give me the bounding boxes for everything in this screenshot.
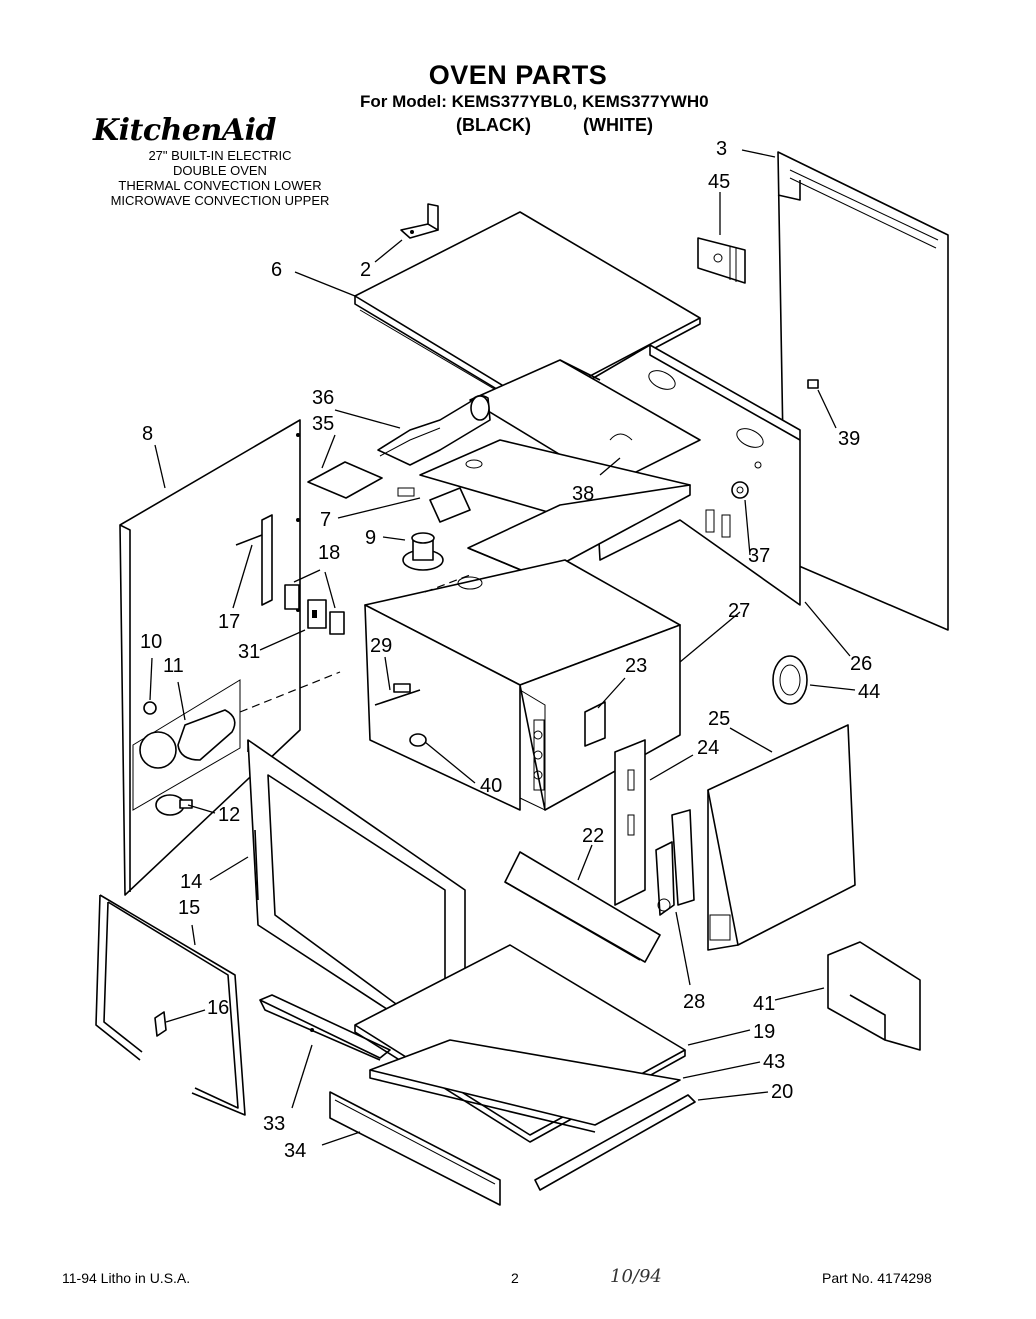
product-description: 27" BUILT-IN ELECTRIC DOUBLE OVEN THERMA… xyxy=(90,148,350,208)
callout-9: 9 xyxy=(365,527,376,549)
description-line: MICROWAVE CONVECTION UPPER xyxy=(110,193,330,208)
callout-18: 18 xyxy=(318,542,340,564)
model-numbers: For Model: KEMS377YBL0, KEMS377YWH0 xyxy=(360,92,709,111)
callout-10: 10 xyxy=(140,631,162,653)
part-16-clip xyxy=(154,1011,167,1037)
part-7-duct-panel xyxy=(419,439,691,581)
callout-6: 6 xyxy=(271,259,282,281)
callout-11: 11 xyxy=(163,655,184,677)
part-24-bracket xyxy=(614,739,646,906)
page-number: 2 xyxy=(511,1270,519,1286)
part-23-bracket xyxy=(584,701,606,747)
callout-40: 40 xyxy=(480,775,502,797)
callout-45: 45 xyxy=(708,171,730,193)
callout-12: 12 xyxy=(218,804,240,826)
callout-26: 26 xyxy=(850,653,872,675)
part-22-rail xyxy=(504,851,661,963)
part-25-cover-panel xyxy=(707,724,856,951)
part-29-sensor xyxy=(374,683,421,706)
description-line: 27" BUILT-IN ELECTRIC xyxy=(148,148,292,163)
part-39-clip xyxy=(807,379,819,389)
callout-2: 2 xyxy=(360,259,371,281)
part-17-switch-bracket xyxy=(235,514,273,606)
handwritten-date: 10/94 xyxy=(610,1266,662,1287)
part-45-bracket xyxy=(697,237,746,284)
callout-19: 19 xyxy=(753,1021,775,1043)
part-27-oven-cavity xyxy=(364,559,681,811)
callout-3: 3 xyxy=(716,138,727,160)
callout-27: 27 xyxy=(728,600,750,622)
part-33-vent-trim xyxy=(259,994,391,1061)
part-3-side-panel xyxy=(777,151,949,631)
part-43-plate xyxy=(369,1039,681,1133)
callout-33: 33 xyxy=(263,1113,285,1135)
callout-16: 16 xyxy=(207,997,229,1019)
brand-logo: KitchenAid xyxy=(93,113,276,148)
part-36-blower-duct xyxy=(377,394,491,469)
callout-20: 20 xyxy=(771,1081,793,1103)
assembly-line xyxy=(239,671,341,713)
variant-black: (BLACK) xyxy=(456,115,531,135)
part-2-bracket xyxy=(400,203,439,239)
litho-note: 11-94 Litho in U.S.A. xyxy=(62,1270,191,1286)
part-37-thermostat xyxy=(731,481,749,499)
part-11-lamp-assembly xyxy=(132,679,241,816)
callout-38: 38 xyxy=(572,483,594,505)
callout-24: 24 xyxy=(697,737,719,759)
part-41-bracket xyxy=(827,941,921,1051)
callout-7: 7 xyxy=(320,509,331,531)
description-line: DOUBLE OVEN xyxy=(173,163,267,178)
callout-31: 31 xyxy=(238,641,260,663)
page-title: OVEN PARTS xyxy=(428,60,608,90)
callout-28: 28 xyxy=(683,991,705,1013)
callout-44: 44 xyxy=(858,681,880,703)
callout-29: 29 xyxy=(370,635,392,657)
part-44-ring xyxy=(772,655,808,705)
part-35-plate xyxy=(307,461,415,499)
callout-36: 36 xyxy=(312,387,334,409)
callout-17: 17 xyxy=(218,611,240,633)
assembly-line xyxy=(424,574,471,593)
part-9-motor xyxy=(402,532,444,571)
callout-39: 39 xyxy=(838,428,860,450)
callout-14: 14 xyxy=(180,871,202,893)
callout-15: 15 xyxy=(178,897,200,919)
callout-41: 41 xyxy=(753,993,775,1015)
part-40-plug xyxy=(409,733,427,747)
callout-25: 25 xyxy=(708,708,730,730)
part-18-switches xyxy=(284,584,345,635)
part-15-gasket xyxy=(95,894,246,1116)
callout-22: 22 xyxy=(582,825,604,847)
variant-white: (WHITE) xyxy=(583,115,653,135)
part-34-grille xyxy=(329,1091,501,1206)
callout-43: 43 xyxy=(763,1051,785,1073)
part-8-left-panel xyxy=(119,419,301,896)
callout-23: 23 xyxy=(625,655,647,677)
part-20-base-trim xyxy=(534,1094,696,1191)
callout-34: 34 xyxy=(284,1140,306,1162)
callout-35: 35 xyxy=(312,413,334,435)
description-line: THERMAL CONVECTION LOWER xyxy=(118,178,322,193)
part-28-hinge xyxy=(655,809,695,916)
part-31-switch xyxy=(307,599,327,629)
callout-8: 8 xyxy=(142,423,153,445)
callout-37: 37 xyxy=(748,545,770,567)
leader-lines xyxy=(149,149,856,1146)
part-number: Part No. 4174298 xyxy=(822,1270,932,1286)
